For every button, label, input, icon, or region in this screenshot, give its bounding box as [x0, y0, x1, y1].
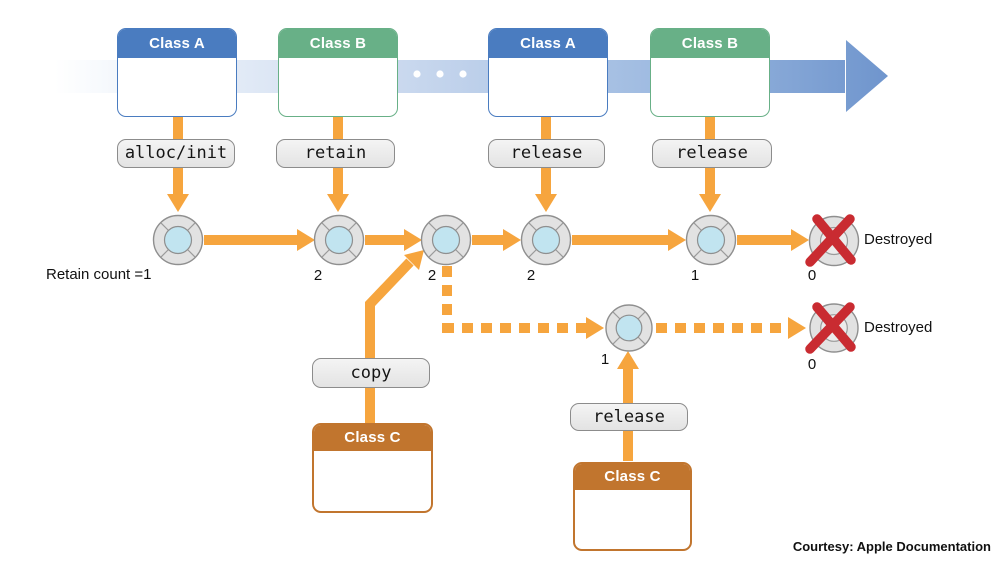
class-box-c1: Class C — [312, 423, 433, 513]
ellipsis-dots-icon — [413, 70, 467, 78]
retain-count-value: 1 — [600, 351, 610, 368]
object-icon — [685, 214, 737, 266]
destroyed-icon — [805, 214, 860, 267]
class-box-title: Class A — [118, 29, 236, 58]
lifeline-arrow-4 — [572, 229, 686, 251]
destroyed-icon — [805, 302, 859, 354]
dashed-copy-path — [442, 266, 806, 339]
retain-count-value: 1 — [690, 267, 700, 284]
retain-count-lead-label: Retain count =1 — [46, 266, 152, 283]
destroyed-label-1: Destroyed — [864, 231, 933, 248]
lifeline-arrow-5 — [737, 229, 809, 251]
credit-text: Courtesy: Apple Documentation — [792, 539, 991, 554]
retain-count-value: 0 — [807, 356, 817, 373]
retain-count-value: 2 — [313, 267, 323, 284]
class-box-c2: Class C — [573, 462, 692, 551]
retain-count-value: 2 — [526, 267, 536, 284]
red-x-icon — [805, 302, 856, 354]
object-icon — [605, 304, 653, 352]
class-box-title: Class C — [575, 464, 690, 490]
class-box-title: Class A — [489, 29, 607, 58]
copy-arrow — [365, 250, 424, 426]
lifeline-arrow-2 — [365, 229, 422, 251]
retain-count-value: 2 — [427, 267, 437, 284]
action-label-copy: copy — [312, 358, 430, 388]
object-icon — [420, 214, 472, 266]
class-box-a1: Class A — [117, 28, 237, 117]
object-icon — [520, 214, 572, 266]
action-label-release-3: release — [570, 403, 688, 431]
destroyed-label-2: Destroyed — [864, 319, 933, 336]
class-box-a2: Class A — [488, 28, 608, 117]
action-label-release-2: release — [652, 139, 772, 168]
object-icon — [152, 214, 204, 266]
class-box-title: Class B — [279, 29, 397, 58]
lifeline-arrow-1 — [204, 229, 315, 251]
object-icon — [313, 214, 365, 266]
action-label-retain: retain — [276, 139, 395, 168]
retain-count-value: 0 — [807, 267, 817, 284]
action-label-alloc-init: alloc/init — [117, 139, 235, 168]
action-label-release-1: release — [488, 139, 605, 168]
lifeline-arrow-3 — [472, 229, 521, 251]
class-box-title: Class B — [651, 29, 769, 58]
class-box-b1: Class B — [278, 28, 398, 117]
red-x-icon — [805, 214, 856, 267]
class-box-title: Class C — [314, 425, 431, 451]
class-box-b2: Class B — [650, 28, 770, 117]
